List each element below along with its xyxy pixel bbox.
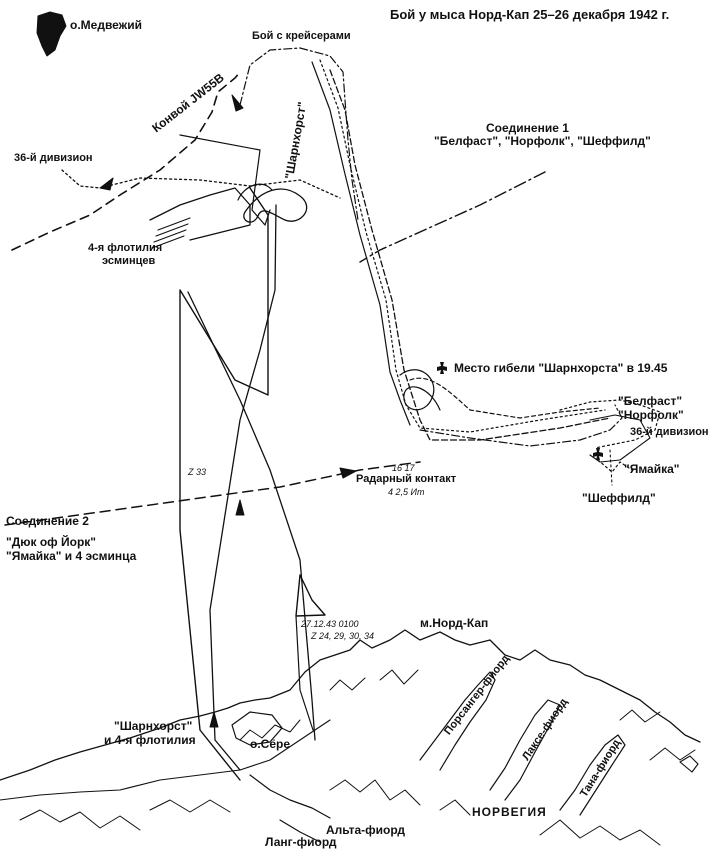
force1-track-b xyxy=(319,59,606,433)
sheffield-label: "Шеффилд" xyxy=(582,491,656,505)
norway-label: НОРВЕГИЯ xyxy=(472,805,547,819)
north-cape-label: м.Норд-Кап xyxy=(420,616,489,630)
sheffield-leg xyxy=(609,449,613,486)
east-area-track xyxy=(559,399,661,449)
bear-island-label: о.Медвежий xyxy=(70,18,142,32)
final-tangle-1 xyxy=(399,369,441,411)
flotilla4-track-a xyxy=(149,187,251,241)
laks-fjord xyxy=(489,699,561,801)
flotilla4-label-1: 4-я флотилия xyxy=(88,242,163,254)
cruiser-battle-loop xyxy=(239,47,359,221)
soroya-island xyxy=(231,711,283,746)
radar-contact-label: Радарный контакт xyxy=(356,473,457,485)
destroyer-path xyxy=(295,615,314,731)
convoy-track xyxy=(11,71,241,251)
flotilla4-label-2: эсминцев xyxy=(102,255,156,267)
force2-track xyxy=(4,461,421,526)
radar-dist-label: 4 2,5 Ит xyxy=(388,487,425,497)
soroya-label: о.Сёре xyxy=(250,737,291,751)
flotilla4-long xyxy=(179,134,271,226)
east-islands xyxy=(679,755,699,773)
force1-track-c xyxy=(311,61,411,426)
norway-coast xyxy=(0,629,701,781)
date-time-label: 27.12.43 0100 xyxy=(301,619,359,629)
coast-texture-2 xyxy=(329,779,661,846)
convoy-arrow xyxy=(231,94,244,112)
jamaica-cross-icon xyxy=(593,448,603,460)
destroyer-triangle xyxy=(295,574,326,617)
jamaica-label: "Ямайка" xyxy=(624,462,680,476)
battle-loop-2 xyxy=(243,188,308,223)
lang-fjord xyxy=(279,819,321,843)
cruiser-battle-label: Бой с крейсерами xyxy=(252,30,351,42)
final-tangle-2 xyxy=(409,377,601,419)
radar-time-label: 16 17 xyxy=(392,463,415,473)
division36-east-label: 36-й дивизион xyxy=(630,426,709,438)
scharnhorst-track-2 xyxy=(209,204,277,771)
map-title: Бой у мыса Норд-Кап 25–26 декабря 1942 г… xyxy=(390,7,670,22)
final-tangle-3 xyxy=(419,404,623,447)
force2-label-3: "Ямайка" и 4 эсминца xyxy=(6,549,137,563)
force2-arrow xyxy=(339,467,357,479)
flotilla4-lines xyxy=(151,217,191,249)
destroyer-list-label: Z 24, 29, 30, 34 xyxy=(311,631,375,641)
tana-fjord xyxy=(559,734,626,816)
division36-arrow xyxy=(99,177,114,191)
scharnhorst-track-1 xyxy=(179,187,269,781)
force1-label-2: "Белфаст", "Норфолк", "Шеффилд" xyxy=(434,134,651,148)
battle-loop-3 xyxy=(237,183,273,201)
east-area-track-2 xyxy=(589,414,651,463)
coast-inner-1 xyxy=(0,719,331,801)
scharnhorst-south-label-1: "Шарнхорст" xyxy=(114,719,193,733)
norfolk-label: "Норфолк" xyxy=(618,408,684,422)
cross-icon xyxy=(437,362,447,374)
force1-label-1: Соединение 1 xyxy=(486,121,569,135)
division36-track xyxy=(61,169,341,199)
lang-fjord-label: Ланг-фиорд xyxy=(265,835,337,849)
scharnhorst-south-label-2: и 4-я флотилия xyxy=(104,733,196,747)
sinking-label: Место гибели "Шарнхорста" в 19.45 xyxy=(454,361,668,375)
alta-fjord xyxy=(249,774,331,819)
coast-texture-1 xyxy=(19,669,696,831)
scharnhorst-arrow-1 xyxy=(235,499,245,516)
z33-label: Z 33 xyxy=(188,467,207,477)
porsanger-fjord xyxy=(419,671,496,771)
division36-west-label: 36-й дивизион xyxy=(14,152,93,164)
belfast-label: "Белфаст" xyxy=(618,394,683,408)
alta-fjord-label: Альта-фиорд xyxy=(326,823,406,837)
bear-island-shape xyxy=(36,11,67,57)
jamaica-track xyxy=(597,459,633,473)
scharnhorst-track-3 xyxy=(187,291,316,741)
force1-approach xyxy=(359,171,546,263)
scharnhorst-arrow-2 xyxy=(209,711,219,728)
force2-label-2: "Дюк оф Йорк" xyxy=(6,535,96,549)
force2-label-1: Соединение 2 xyxy=(6,514,89,528)
